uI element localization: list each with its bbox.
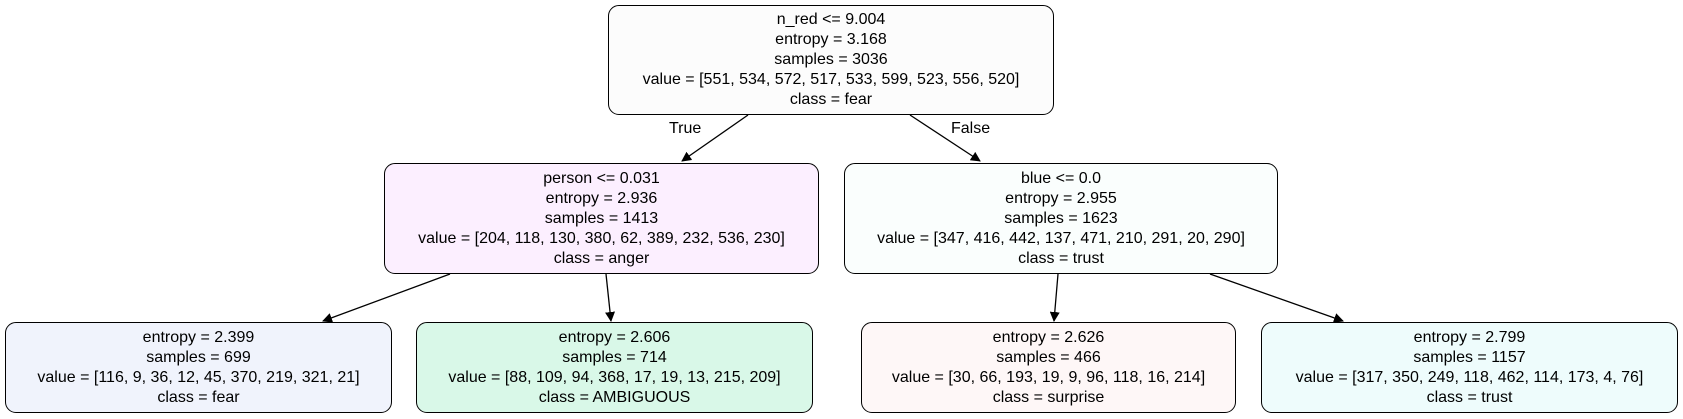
- edge-root-to-right: [909, 114, 981, 162]
- class-text: class = trust: [1426, 388, 1513, 406]
- samples-text: samples = 466: [996, 348, 1101, 366]
- entropy-text: entropy = 2.626: [992, 328, 1105, 346]
- value-text: value = [551, 534, 572, 517, 533, 599, 5…: [642, 71, 1020, 88]
- tree-node-right: blue <= 0.0 entropy = 2.955 samples = 16…: [844, 163, 1278, 274]
- value-text: value = [204, 118, 130, 380, 62, 389, 23…: [418, 229, 785, 247]
- edge-root-to-left: [681, 114, 749, 162]
- samples-text: samples = 714: [562, 348, 667, 366]
- entropy-text: entropy = 2.799: [1413, 328, 1526, 346]
- class-text: class = AMBIGUOUS: [538, 388, 691, 406]
- class-text: class = surprise: [992, 388, 1105, 406]
- tree-node-root: n_red <= 9.004 entropy = 3.168 samples =…: [608, 5, 1054, 115]
- tree-node-left: person <= 0.031 entropy = 2.936 samples …: [384, 163, 819, 274]
- entropy-text: entropy = 2.936: [545, 189, 658, 207]
- edge-left-to-left-left: [322, 273, 451, 323]
- entropy-text: entropy = 3.168: [775, 31, 887, 48]
- tree-node-left-right: entropy = 2.606 samples = 714 value = [8…: [416, 322, 813, 413]
- samples-text: samples = 3036: [774, 51, 888, 68]
- value-text: value = [88, 109, 94, 368, 17, 19, 13, 2…: [448, 368, 781, 386]
- edge-label-false: False: [951, 120, 991, 137]
- entropy-text: entropy = 2.399: [142, 328, 255, 346]
- value-text: value = [30, 66, 193, 19, 9, 96, 118, 16…: [891, 368, 1206, 386]
- samples-text: samples = 1413: [544, 209, 659, 227]
- value-text: value = [116, 9, 36, 12, 45, 370, 219, 3…: [37, 368, 360, 386]
- tree-node-right-right: entropy = 2.799 samples = 1157 value = […: [1261, 322, 1678, 413]
- value-text: value = [347, 416, 442, 137, 471, 210, 2…: [877, 229, 1245, 247]
- entropy-text: entropy = 2.955: [1005, 189, 1117, 207]
- entropy-text: entropy = 2.606: [558, 328, 671, 346]
- edge-left-to-left-right: [605, 273, 616, 322]
- edge-right-to-right-left: [1049, 273, 1060, 322]
- value-text: value = [317, 350, 249, 118, 462, 114, 1…: [1295, 368, 1644, 386]
- split-condition: blue <= 0.0: [1020, 169, 1102, 187]
- class-text: class = fear: [157, 388, 240, 406]
- edge-label-true: True: [669, 120, 702, 137]
- edge-right-to-right-right: [1209, 273, 1344, 323]
- class-text: class = anger: [553, 249, 650, 267]
- samples-text: samples = 699: [146, 348, 251, 366]
- samples-text: samples = 1157: [1413, 348, 1526, 366]
- tree-node-left-left: entropy = 2.399 samples = 699 value = [1…: [5, 322, 392, 413]
- split-condition: n_red <= 9.004: [776, 11, 886, 28]
- class-text: class = fear: [789, 91, 873, 108]
- split-condition: person <= 0.031: [543, 169, 660, 187]
- samples-text: samples = 1623: [1004, 209, 1118, 227]
- tree-node-right-left: entropy = 2.626 samples = 466 value = [3…: [861, 322, 1236, 413]
- class-text: class = trust: [1018, 249, 1104, 267]
